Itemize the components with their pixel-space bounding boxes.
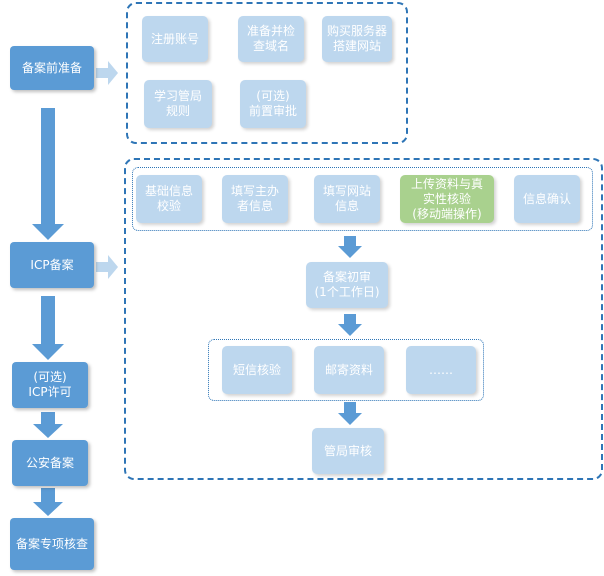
- step-prepare-domain[interactable]: 准备并检 查域名: [238, 16, 304, 62]
- arrow-icp-to-license: [32, 296, 64, 360]
- step-learn-rules[interactable]: 学习管局 规则: [144, 80, 212, 128]
- prep-steps-frame: [126, 2, 408, 144]
- step-more[interactable]: ……: [406, 346, 476, 394]
- step-mail-documents[interactable]: 邮寄资料: [314, 346, 384, 394]
- step-site-info[interactable]: 填写网站 信息: [314, 175, 380, 223]
- step-basic-info-check[interactable]: 基础信息 校验: [136, 175, 202, 223]
- step-upload-verify[interactable]: 上传资料与真 实性核验 (移动端操作): [400, 175, 494, 223]
- step-sms-verify[interactable]: 短信核验: [222, 346, 292, 394]
- arrow-police-to-check: [33, 488, 63, 516]
- arrow-prep-to-icp: [32, 108, 64, 240]
- step-info-confirm[interactable]: 信息确认: [514, 175, 580, 223]
- step-host-info[interactable]: 填写主办 者信息: [222, 175, 288, 223]
- arrow-icp-detail: [96, 255, 118, 279]
- step-bureau-review[interactable]: 管局审核: [312, 428, 384, 474]
- stage-license[interactable]: (可选) ICP许可: [12, 362, 88, 408]
- arrow-to-initial-review: [338, 236, 362, 258]
- arrow-to-verification: [338, 314, 362, 336]
- stage-police[interactable]: 公安备案: [12, 440, 88, 486]
- step-pre-approval[interactable]: (可选) 前置审批: [240, 80, 306, 128]
- verification-row-frame: [208, 339, 484, 401]
- stage-prep[interactable]: 备案前准备: [10, 46, 94, 90]
- stage-icp[interactable]: ICP备案: [10, 242, 94, 288]
- step-buy-server[interactable]: 购买服务器 搭建网站: [322, 16, 392, 62]
- icp-steps-frame: [124, 158, 603, 480]
- arrow-license-to-police: [33, 412, 63, 438]
- stage-check[interactable]: 备案专项核查: [10, 518, 94, 570]
- arrow-to-bureau-review: [338, 402, 362, 425]
- step-register-account[interactable]: 注册账号: [142, 16, 208, 62]
- icp-info-row-frame: [132, 167, 593, 231]
- arrow-prep-detail: [96, 61, 118, 85]
- step-initial-review[interactable]: 备案初审 (1个工作日): [306, 262, 388, 308]
